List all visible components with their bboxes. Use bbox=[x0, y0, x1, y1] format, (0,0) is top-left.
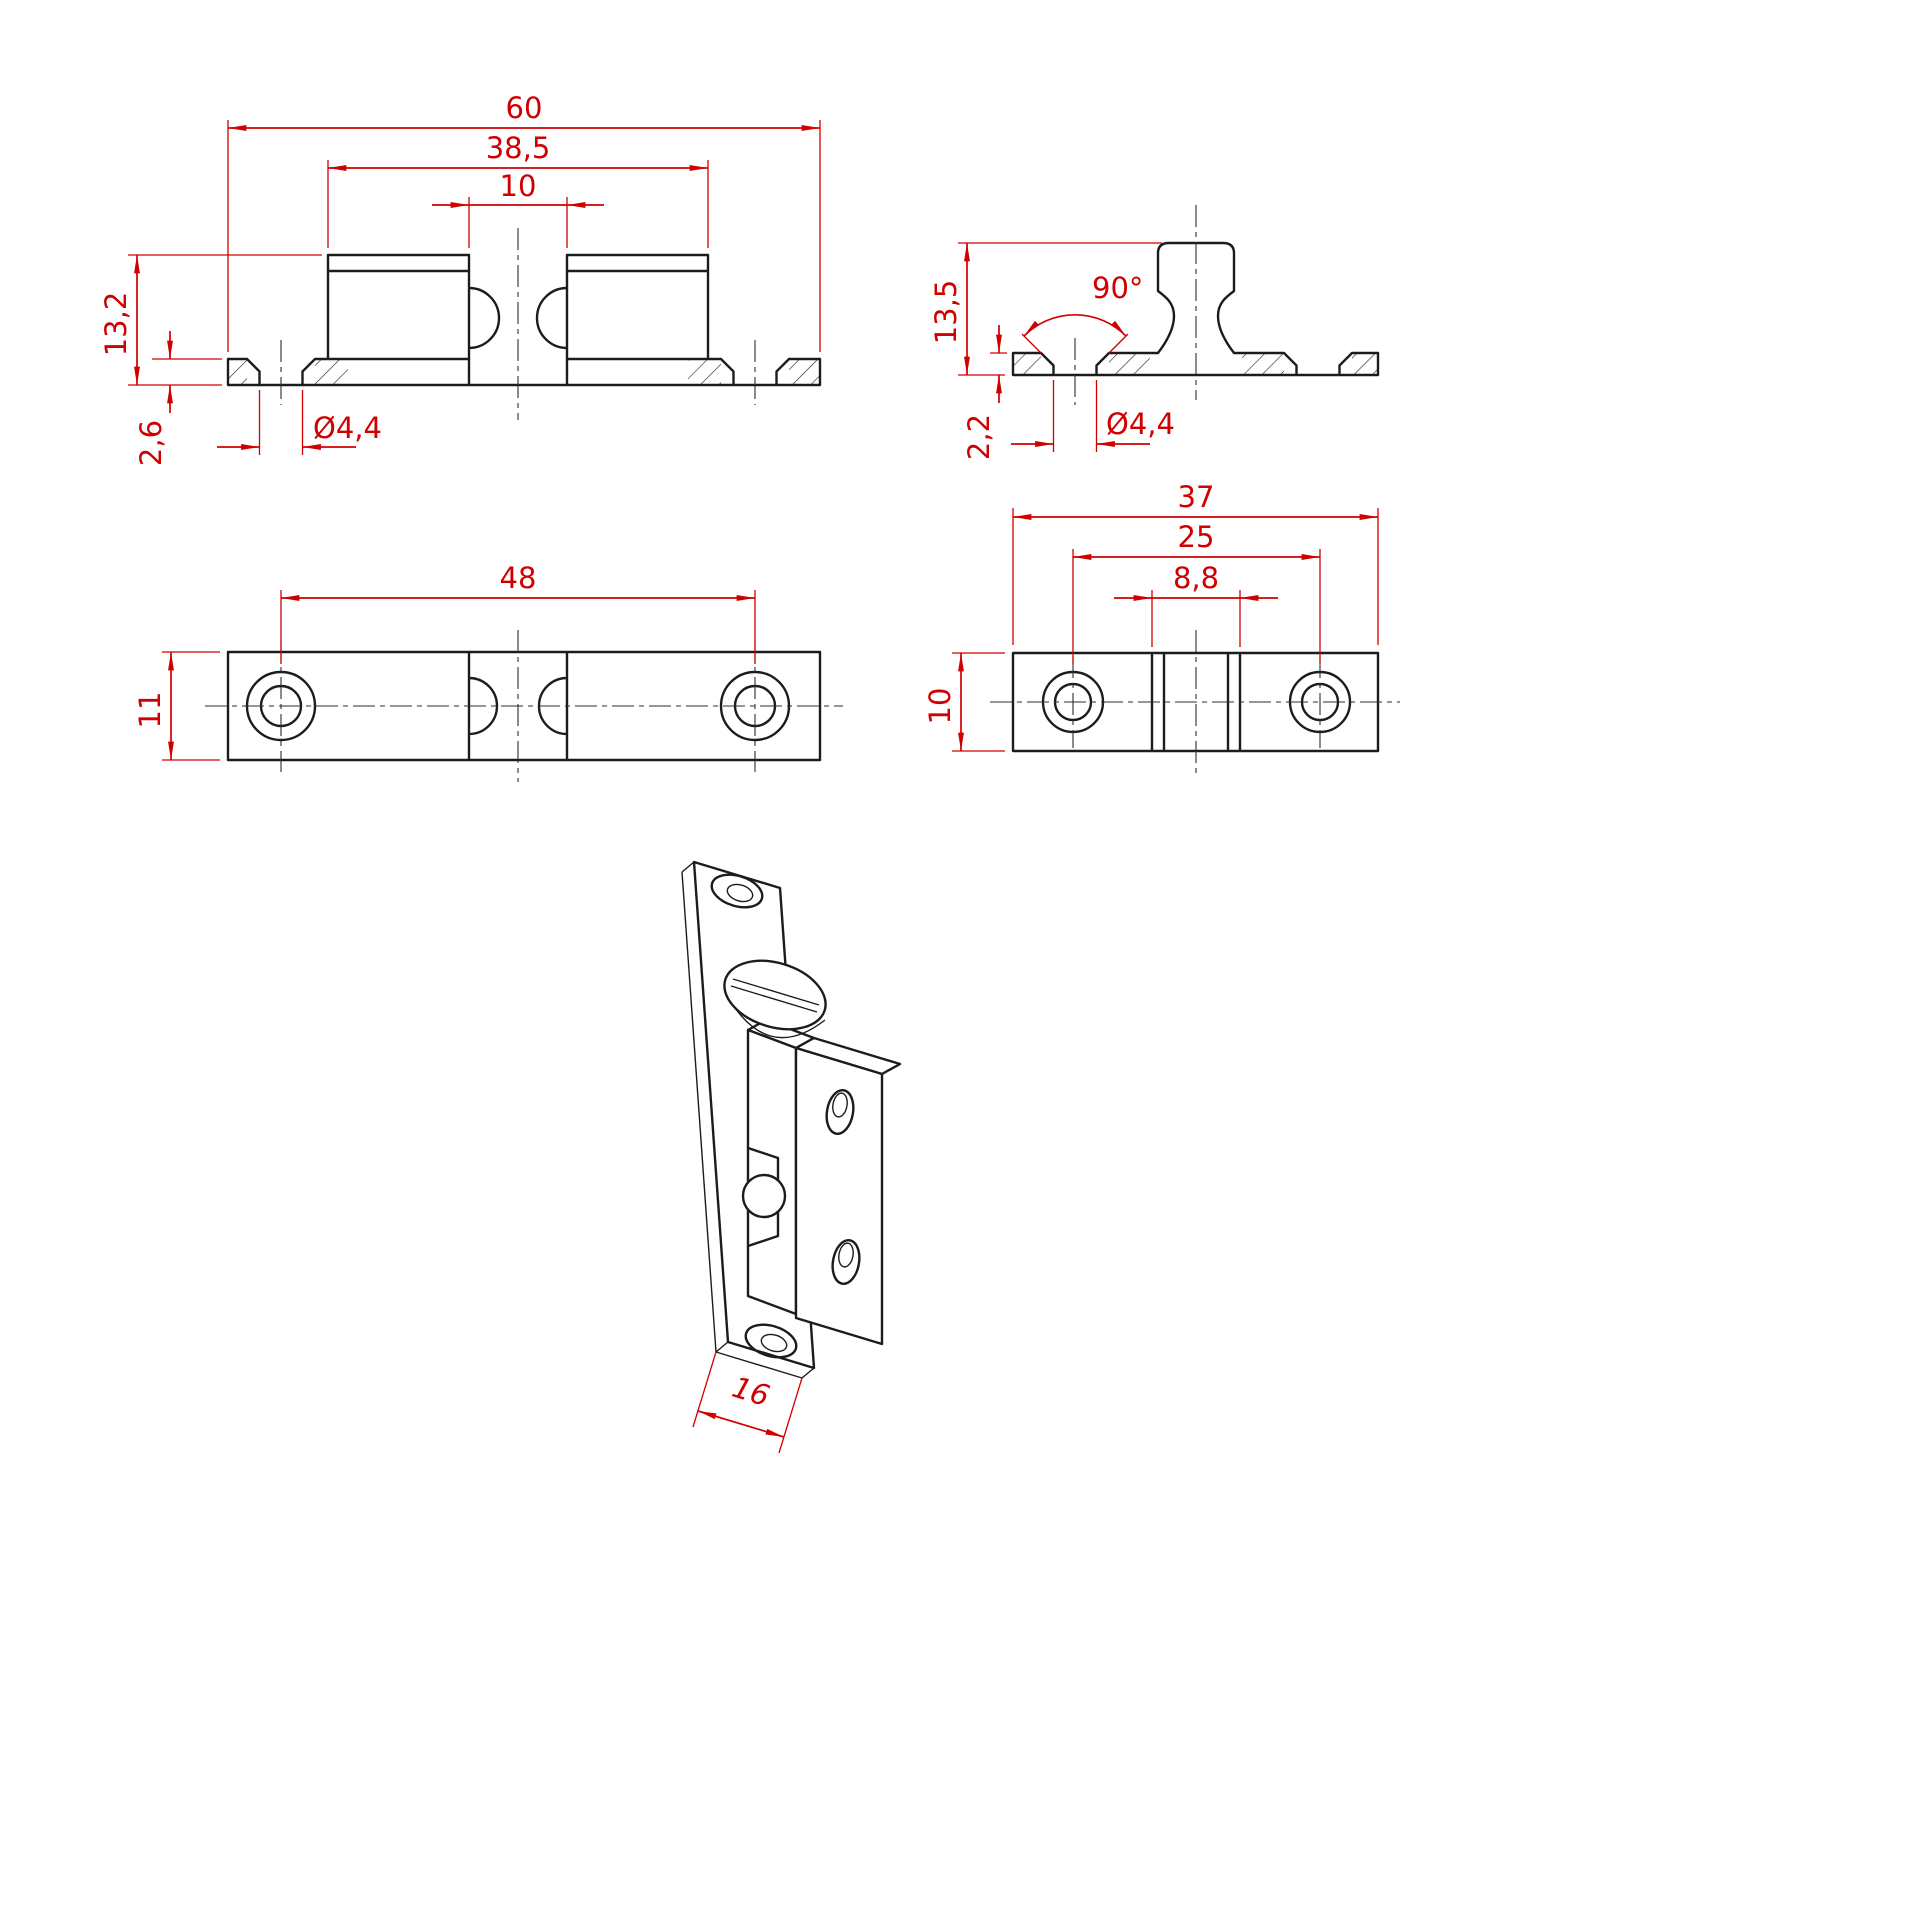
dim-plate-thickness: 2,6 bbox=[134, 331, 222, 466]
isometric-view: 16 bbox=[681, 860, 902, 1454]
dim-hole-spacing-body: 48 bbox=[280, 561, 756, 664]
side-hatching bbox=[1013, 353, 1378, 375]
body-plan-centerlines bbox=[205, 630, 843, 782]
dim-text-overall-height-side: 13,5 bbox=[929, 280, 963, 345]
dim-overall-height: 13,2 bbox=[99, 254, 322, 386]
dim-text-strike-hole-spacing: 25 bbox=[1178, 520, 1215, 554]
dim-body-length: 38,5 bbox=[327, 131, 709, 248]
dim-text-strike-width: 10 bbox=[923, 688, 957, 725]
side-view: 13,5 2,2 90° Ø4,4 bbox=[929, 205, 1380, 460]
dim-iso-depth: 16 bbox=[692, 1351, 803, 1454]
body-plan-view: 48 11 bbox=[133, 561, 843, 782]
dim-body-width: 11 bbox=[133, 651, 220, 761]
front-view: 60 38,5 10 13,2 2,6 bbox=[99, 91, 822, 466]
dim-text-iso-depth: 16 bbox=[728, 1370, 773, 1413]
dim-plate-thickness-side: 2,2 bbox=[962, 325, 1007, 460]
dim-text-overall-height: 13,2 bbox=[99, 292, 133, 357]
dim-text-plate-thickness-side: 2,2 bbox=[962, 414, 996, 460]
front-hatching bbox=[228, 359, 820, 385]
dim-text-body-width: 11 bbox=[133, 692, 167, 729]
dim-text-countersink-angle: 90° bbox=[1092, 271, 1143, 305]
strike-plan-view: 37 25 8,8 10 bbox=[923, 480, 1400, 775]
strike-plan-centerlines bbox=[990, 630, 1400, 775]
front-part-outline bbox=[226, 253, 822, 387]
dim-text-hole-spacing-body: 48 bbox=[500, 561, 537, 595]
dim-overall-length: 60 bbox=[227, 91, 821, 352]
iso-ball bbox=[741, 1173, 787, 1219]
dim-text-plate-thickness: 2,6 bbox=[134, 420, 168, 466]
dim-strike-length: 37 bbox=[1012, 480, 1379, 645]
dim-text-body-length: 38,5 bbox=[486, 131, 551, 165]
dim-text-slot-width: 10 bbox=[500, 169, 537, 203]
dim-slot-width: 10 bbox=[432, 169, 604, 248]
dim-text-hole-diameter: Ø4,4 bbox=[313, 411, 382, 445]
iso-catch-body bbox=[741, 1018, 902, 1346]
dim-text-overall-length: 60 bbox=[506, 91, 543, 125]
dim-hole-diameter-side: Ø4,4 bbox=[1011, 380, 1175, 452]
dim-countersink-angle: 90° bbox=[1021, 271, 1143, 354]
dim-text-strike-length: 37 bbox=[1178, 480, 1215, 514]
side-centerlines bbox=[1074, 205, 1197, 405]
dim-hole-diameter: Ø4,4 bbox=[217, 390, 382, 455]
dim-text-strike-slot-width: 8,8 bbox=[1173, 561, 1219, 595]
dim-strike-width: 10 bbox=[923, 652, 1005, 752]
dim-text-hole-diameter-side: Ø4,4 bbox=[1106, 407, 1175, 441]
dim-strike-hole-spacing: 25 bbox=[1072, 520, 1321, 664]
dim-strike-slot-width: 8,8 bbox=[1114, 561, 1278, 647]
front-centerlines bbox=[280, 228, 756, 420]
iso-adjust-screw bbox=[723, 959, 827, 1039]
